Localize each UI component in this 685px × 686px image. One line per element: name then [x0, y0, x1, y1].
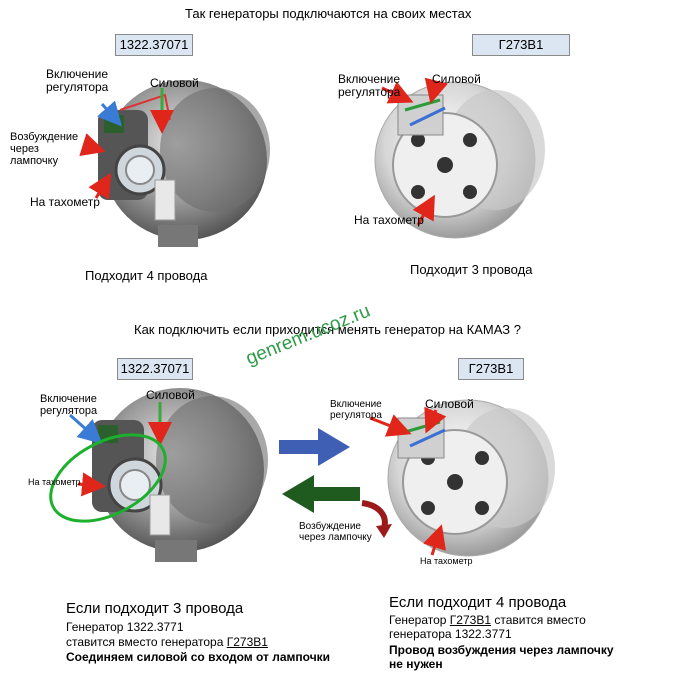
arrow-blue-right: [279, 428, 350, 466]
text-bl-line2-b: Г273В1: [226, 635, 268, 649]
text-br-line1-b: Г273В1: [449, 613, 491, 627]
label-excitation-br: Возбуждение через лампочку: [299, 521, 372, 543]
text-bl-bold: Соединяем силовой со входом от лампочки: [66, 650, 331, 664]
label-power-tl: Силовой: [150, 76, 199, 90]
text-br-bold1: Провод возбуждения через лампочку: [389, 643, 614, 657]
text-br-line1-a: Генератор: [389, 613, 450, 627]
text-bl-line2-a: ставится вместо генератора: [66, 635, 227, 649]
curve-arrow-red: [361, 500, 388, 529]
label-excitation-tl: Возбуждение через лампочку: [10, 131, 79, 167]
alternator-g273-bottom: [387, 399, 555, 557]
arrow-power-tr: [424, 77, 449, 104]
label-tacho-bl: На тахометр: [28, 477, 81, 487]
arrow-excitation-tl: [79, 133, 106, 157]
label-regulator-bl: Включение регулятора: [40, 393, 98, 417]
text-br-line1: Генератор Г273В1 ставится вместо: [389, 613, 586, 627]
alternator-1322-top: [98, 80, 270, 247]
arrow-power-br: [424, 406, 447, 434]
label-regulator-tl: Включение регулятора: [46, 67, 109, 94]
model-box-g273-top: Г273В1: [472, 34, 570, 56]
heading-br: Если подходит 4 провода: [389, 594, 567, 611]
label-tacho-br: На тахометр: [420, 556, 473, 566]
caption-tr: Подходит 3 провода: [410, 262, 533, 277]
model-box-g273-bottom: Г273В1: [458, 358, 524, 380]
arrow-tacho-tl: [88, 172, 112, 200]
top-title: Так генераторы подключаются на своих мес…: [185, 6, 472, 21]
label-power-br: Силовой: [425, 397, 474, 411]
arrow-regulator-br: [369, 414, 412, 437]
label-power-tr: Силовой: [432, 72, 481, 86]
text-br-bold2: не нужен: [389, 657, 443, 671]
label-regulator-tr: Включение регулятора: [338, 72, 401, 99]
connection-ellipse: [49, 433, 167, 523]
arrow-regulator-bl: [69, 413, 103, 444]
arrow-green-left: [282, 475, 360, 513]
model-box-1322-top: 1322.37071: [115, 34, 193, 56]
label-power-bl: Силовой: [146, 388, 195, 402]
arrow-tacho-tr: [412, 194, 435, 226]
heading-bl: Если подходит 3 провода: [66, 600, 244, 617]
arrow-tacho-br: [423, 524, 446, 556]
arrow-tacho-bl: [77, 472, 106, 497]
model-box-1322-bottom: 1322.37071: [117, 358, 193, 380]
label-tacho-tl: На тахометр: [30, 195, 100, 209]
arrow-regulator-tl: [97, 100, 122, 127]
middle-question: Как подключить если приходится менять ге…: [134, 322, 521, 337]
label-tacho-tr: На тахометр: [354, 213, 424, 227]
text-br-line1-c: ставится вместо: [491, 613, 586, 627]
alternator-1322-bottom: [92, 388, 268, 562]
text-bl-line2: ставится вместо генератора Г273В1: [66, 635, 268, 649]
label-regulator-br: Включение регулятора: [330, 399, 382, 421]
arrow-regulator-tr: [381, 81, 414, 104]
text-bl-line1: Генератор 1322.3771: [66, 620, 184, 634]
text-br-line2: генератора 1322.3771: [389, 627, 512, 641]
caption-tl: Подходит 4 провода: [85, 268, 208, 283]
